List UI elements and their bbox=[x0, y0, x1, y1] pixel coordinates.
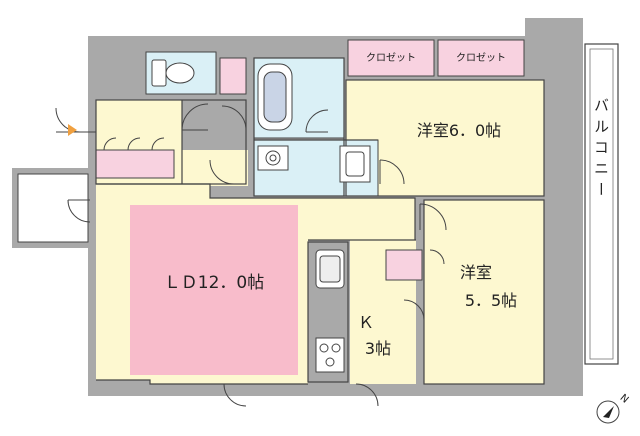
kitchen-size-label: 3帖 bbox=[365, 339, 391, 358]
west-room-floor bbox=[346, 80, 544, 196]
closet-2-box bbox=[437, 39, 525, 77]
kitchen-letter-label: Ｋ bbox=[358, 313, 374, 332]
interior-lines bbox=[95, 57, 545, 385]
ld-carpet bbox=[130, 205, 298, 375]
washbasin-fixture bbox=[257, 145, 371, 183]
kitchen-fixtures bbox=[315, 249, 345, 373]
balcony-inner-line bbox=[589, 48, 614, 360]
compass-letter: N bbox=[618, 393, 631, 406]
closet-small-1 bbox=[219, 57, 247, 95]
hallway-floor bbox=[182, 150, 248, 186]
closet-hall bbox=[95, 149, 175, 179]
closet-small-2 bbox=[385, 249, 423, 281]
east-room-floor bbox=[424, 200, 544, 384]
east-room-size-label: 5．5帖 bbox=[465, 291, 517, 310]
closets bbox=[95, 39, 525, 281]
entrance-marker bbox=[68, 124, 77, 136]
side-nook bbox=[17, 173, 89, 243]
balcony-label: バルコニー bbox=[592, 98, 610, 203]
balcony-area bbox=[584, 43, 619, 365]
bathtub-fixture bbox=[257, 63, 293, 131]
closet-2-label: クロゼット bbox=[456, 52, 506, 64]
door-swings bbox=[55, 103, 447, 407]
storage-arcs bbox=[103, 137, 165, 151]
toilet-fixture bbox=[151, 59, 195, 87]
west-room-label: 洋室6．0帖 bbox=[417, 121, 501, 140]
closet-1-box bbox=[347, 39, 435, 77]
ld-label: ＬＤ12．0帖 bbox=[164, 273, 264, 293]
wall-balcony-column bbox=[525, 18, 583, 48]
north-arrow-icon bbox=[596, 400, 620, 424]
east-room-name-label: 洋室 bbox=[460, 263, 492, 282]
closet-1-label: クロゼット bbox=[366, 52, 416, 64]
